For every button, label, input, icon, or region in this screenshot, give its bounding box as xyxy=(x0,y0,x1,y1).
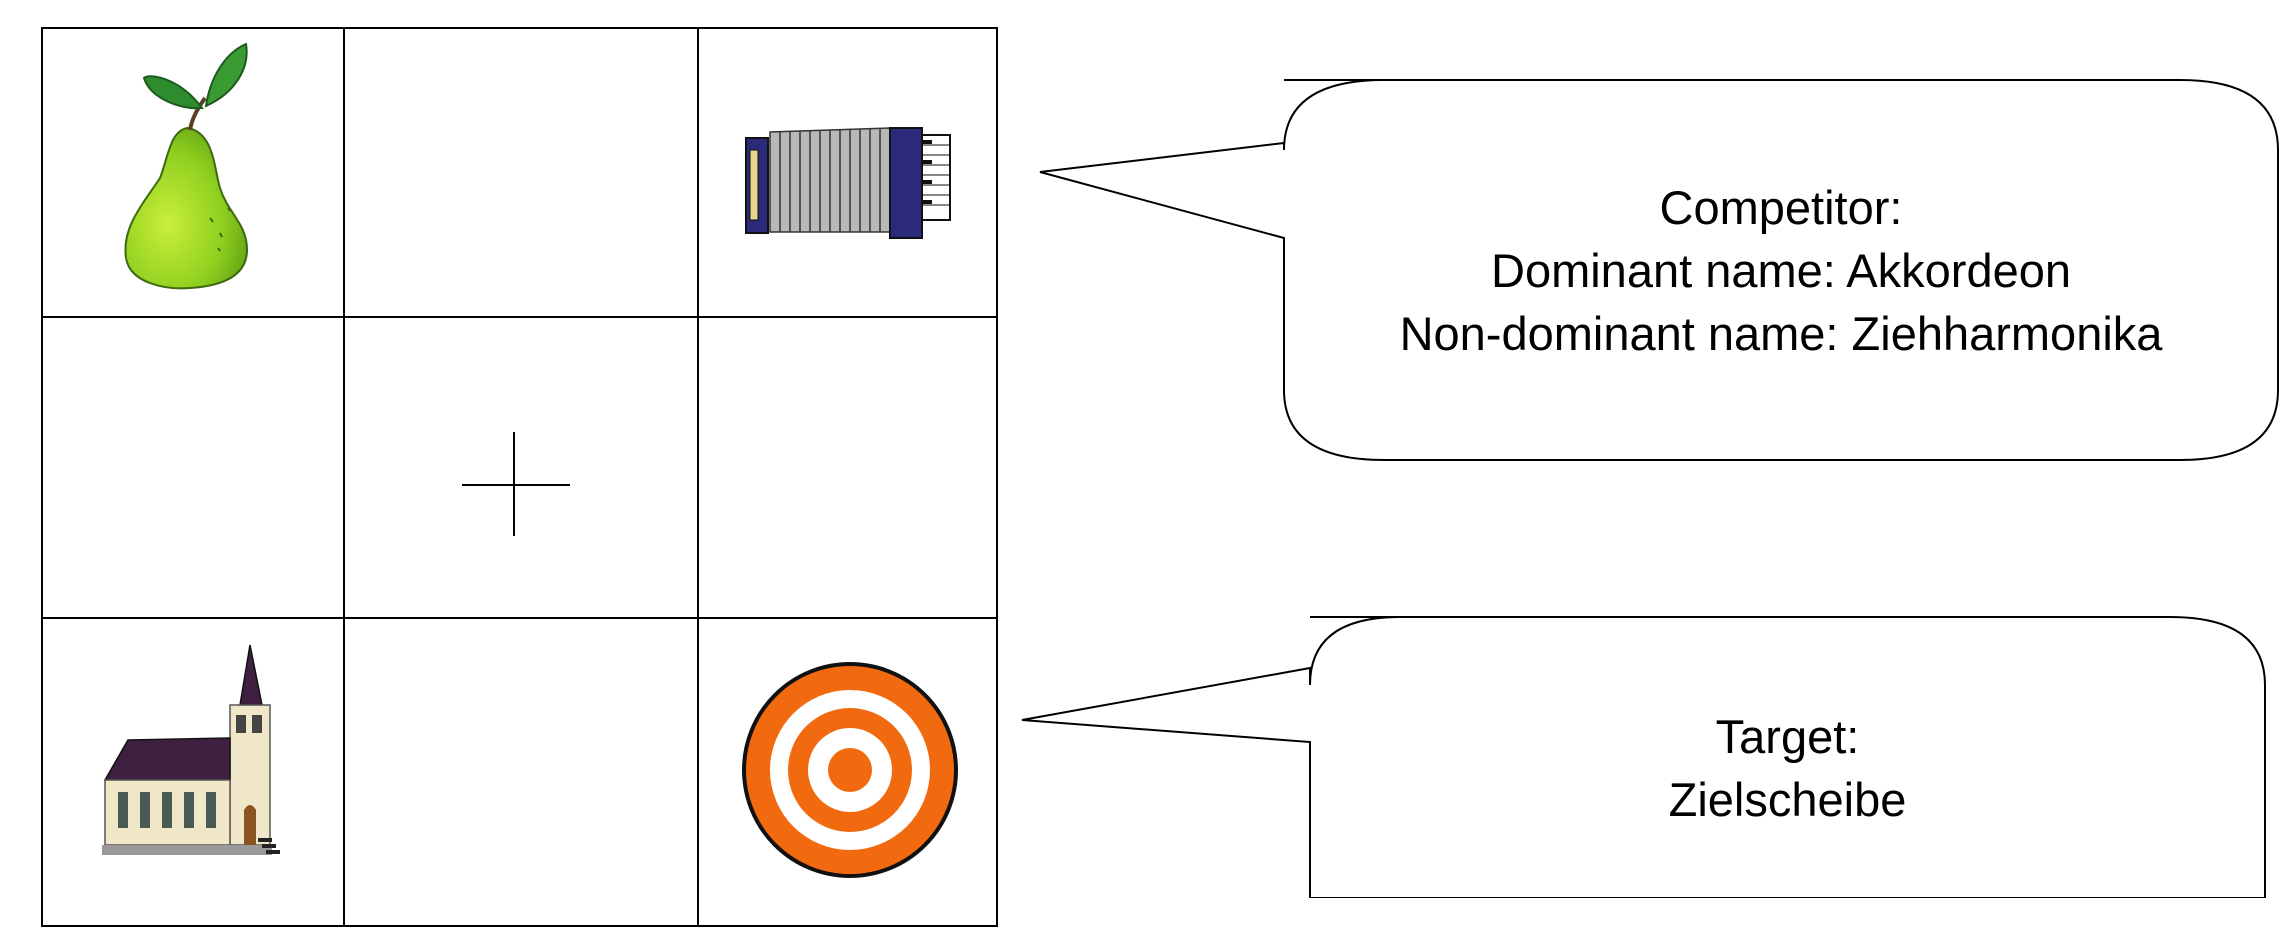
grid-line xyxy=(43,316,996,318)
church-icon xyxy=(102,644,280,855)
competitor-callout-text: Competitor: Dominant name: Akkordeon Non… xyxy=(1284,176,2278,365)
target-bubble xyxy=(1021,616,2266,898)
grid-line xyxy=(343,29,345,925)
target-callout-text: Target: Zielscheibe xyxy=(1310,705,2265,831)
pear-icon xyxy=(124,42,249,290)
competitor-heading: Competitor: xyxy=(1659,181,1903,234)
competitor-dominant-name: Dominant name: Akkordeon xyxy=(1491,244,2071,297)
target-heading: Target: xyxy=(1715,710,1860,763)
fixation-cross-icon xyxy=(462,432,570,536)
accordion-icon xyxy=(745,127,951,239)
grid-line xyxy=(697,29,699,925)
target-name: Zielscheibe xyxy=(1668,773,1907,826)
grid-line xyxy=(43,617,996,619)
callout-shapes xyxy=(1021,79,2279,898)
competitor-bubble xyxy=(1039,79,2279,461)
target-icon xyxy=(742,662,958,878)
competitor-non-dominant-name: Non-dominant name: Ziehharmonika xyxy=(1399,307,2163,360)
